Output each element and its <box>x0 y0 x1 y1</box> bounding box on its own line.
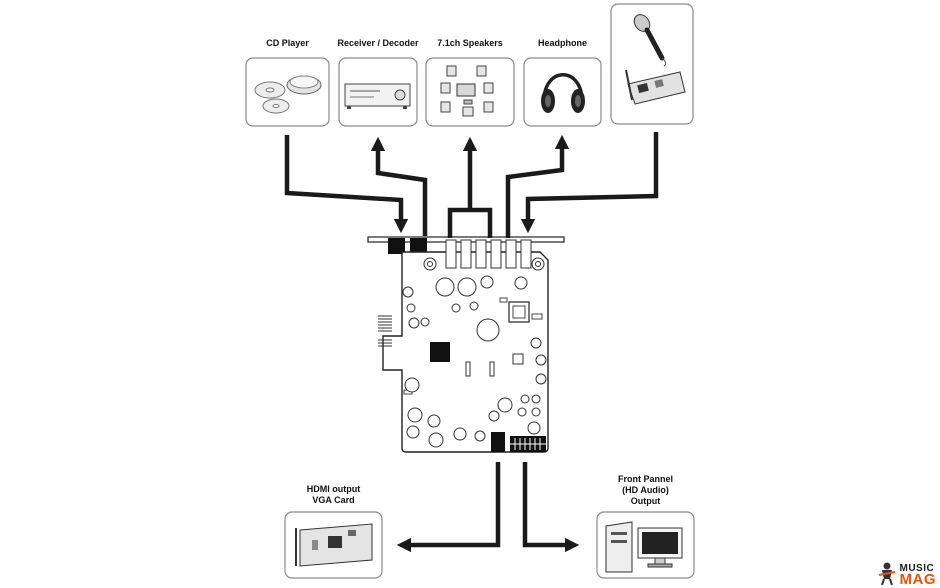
arrow-mic-to-card <box>520 132 659 234</box>
mic-card-box <box>610 3 694 125</box>
cd-player-box <box>245 57 330 127</box>
receiver-label: Receiver / Decoder <box>337 38 419 48</box>
guitarist-icon <box>878 562 895 585</box>
receiver-box <box>338 57 418 127</box>
front-panel-box <box>596 511 695 579</box>
musicmag-watermark: MUSIC MAG <box>876 561 937 588</box>
arrow-card-to-hdmi <box>396 462 501 553</box>
cd-player-label: CD Player <box>266 38 309 48</box>
arrow-card-to-receiver <box>370 136 428 236</box>
speakers-box <box>425 57 515 127</box>
sound-card <box>367 236 565 453</box>
arrow-cd-to-card <box>284 135 409 234</box>
arrow-card-to-headphone <box>505 134 570 238</box>
hdmi-label: HDMI output VGA Card <box>306 484 361 505</box>
front-panel-label: Front Pannel (HD Audio) Output <box>617 474 673 506</box>
speakers-label: 7.1ch Speakers <box>437 38 503 48</box>
watermark-line2: MAG <box>899 571 936 588</box>
watermark-line1: MUSIC <box>899 563 935 574</box>
hdmi-card-box <box>284 511 383 579</box>
headphone-box <box>523 57 602 127</box>
arrow-card-to-speakers <box>447 144 493 238</box>
arrow-card-to-front-panel <box>522 462 580 553</box>
headphone-label: Headphone <box>537 38 587 48</box>
main-chip <box>430 342 450 362</box>
